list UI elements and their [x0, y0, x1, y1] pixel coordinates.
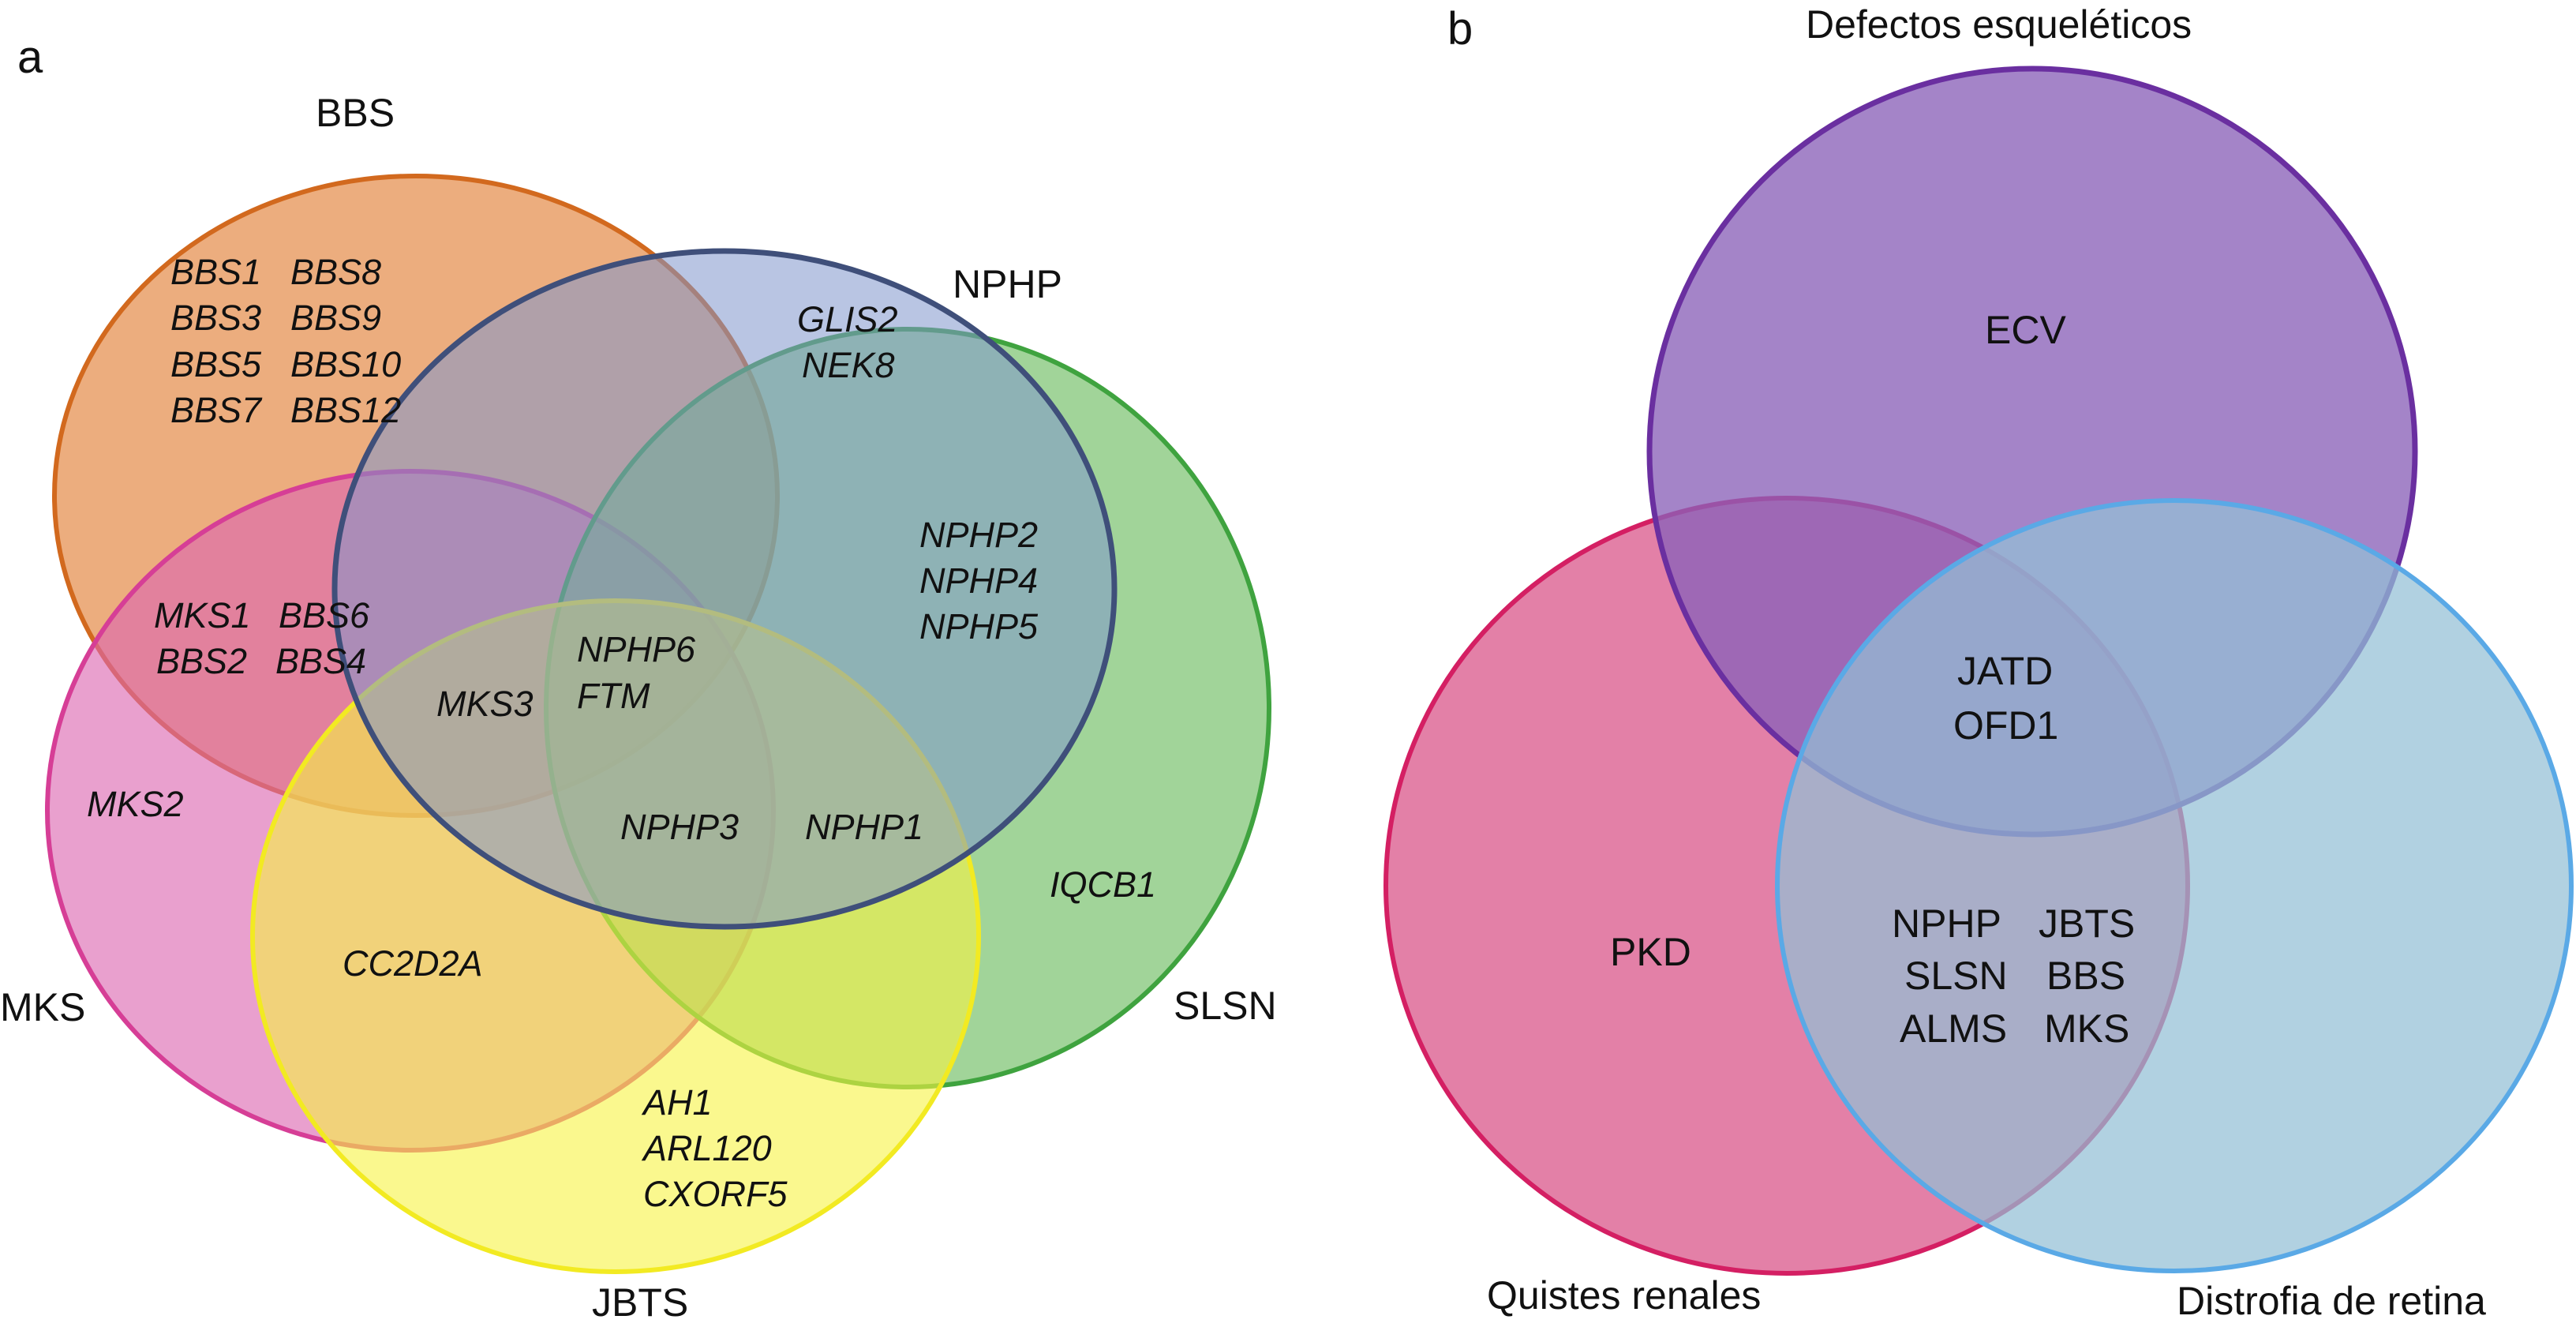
panel-a: a BBS NPHP SLSN MKS JBTS BBS1 BBS8 BBS3 … — [0, 32, 1277, 1325]
nphp-label: NPHP — [953, 262, 1062, 306]
gene-bbs8: BBS8 — [290, 252, 381, 292]
region-alms: ALMS — [1900, 1006, 2007, 1051]
gene-nphp6: NPHP6 — [577, 629, 696, 669]
panel-b: b Defectos esqueléticos Quistes renales … — [1383, 2, 2574, 1323]
gene-ah1: AH1 — [641, 1082, 713, 1123]
region-pkd: PKD — [1610, 930, 1691, 974]
gene-bbs7: BBS7 — [170, 390, 263, 430]
gene-ftm: FTM — [577, 676, 650, 716]
region-jbts: JBTS — [2039, 902, 2135, 946]
region-mks: MKS — [2044, 1006, 2129, 1051]
gene-cxorf5: CXORF5 — [643, 1174, 788, 1214]
region-ecv: ECV — [1985, 308, 2066, 352]
gene-iqcb1: IQCB1 — [1050, 864, 1156, 905]
retinal-dystrophy-label: Distrofia de retina — [2177, 1279, 2486, 1323]
gene-nphp1: NPHP1 — [805, 807, 923, 847]
gene-bbs9: BBS9 — [290, 298, 381, 338]
region-nphp: NPHP — [1892, 902, 2001, 946]
gene-bbs12: BBS12 — [290, 390, 401, 430]
gene-bbs1: BBS1 — [170, 252, 261, 292]
gene-nek8: NEK8 — [802, 345, 895, 385]
renal-cysts-label: Quistes renales — [1487, 1273, 1761, 1318]
gene-nphp4: NPHP4 — [919, 560, 1038, 601]
gene-mks1: MKS1 — [154, 595, 251, 635]
gene-mks2: MKS2 — [87, 784, 184, 824]
gene-nphp5: NPHP5 — [919, 606, 1039, 647]
bbs-label: BBS — [316, 91, 395, 135]
gene-glis2: GLIS2 — [797, 299, 898, 339]
region-jatd: JATD — [1957, 649, 2053, 693]
gene-bbs4: BBS4 — [275, 641, 366, 681]
region-slsn: SLSN — [1904, 954, 2008, 998]
gene-nphp2: NPHP2 — [919, 515, 1038, 555]
gene-bbs6: BBS6 — [279, 595, 370, 635]
panel-b-letter: b — [1447, 3, 1473, 54]
gene-nphp3: NPHP3 — [620, 807, 739, 847]
gene-mks3: MKS3 — [436, 684, 534, 724]
gene-bbs2: BBS2 — [156, 641, 247, 681]
mks-label: MKS — [0, 985, 85, 1029]
skeletal-defects-label: Defectos esqueléticos — [1806, 2, 2192, 47]
region-bbs: BBS — [2046, 954, 2125, 998]
gene-cc2d2a: CC2D2A — [343, 943, 483, 984]
gene-arl120: ARL120 — [641, 1128, 772, 1168]
gene-bbs5: BBS5 — [170, 344, 262, 384]
gene-bbs10: BBS10 — [290, 344, 401, 384]
jbts-label: JBTS — [592, 1280, 688, 1325]
retinal-dystrophy-circle — [1775, 498, 2574, 1273]
gene-bbs3: BBS3 — [170, 298, 261, 338]
bbs-only-genes: BBS1 BBS8 BBS3 BBS9 BBS5 BBS10 BBS7 BBS1… — [170, 252, 401, 430]
nphp-circle — [331, 248, 1118, 930]
slsn-label: SLSN — [1174, 984, 1277, 1028]
panel-a-letter: a — [17, 32, 43, 83]
region-ofd1: OFD1 — [1953, 703, 2058, 748]
